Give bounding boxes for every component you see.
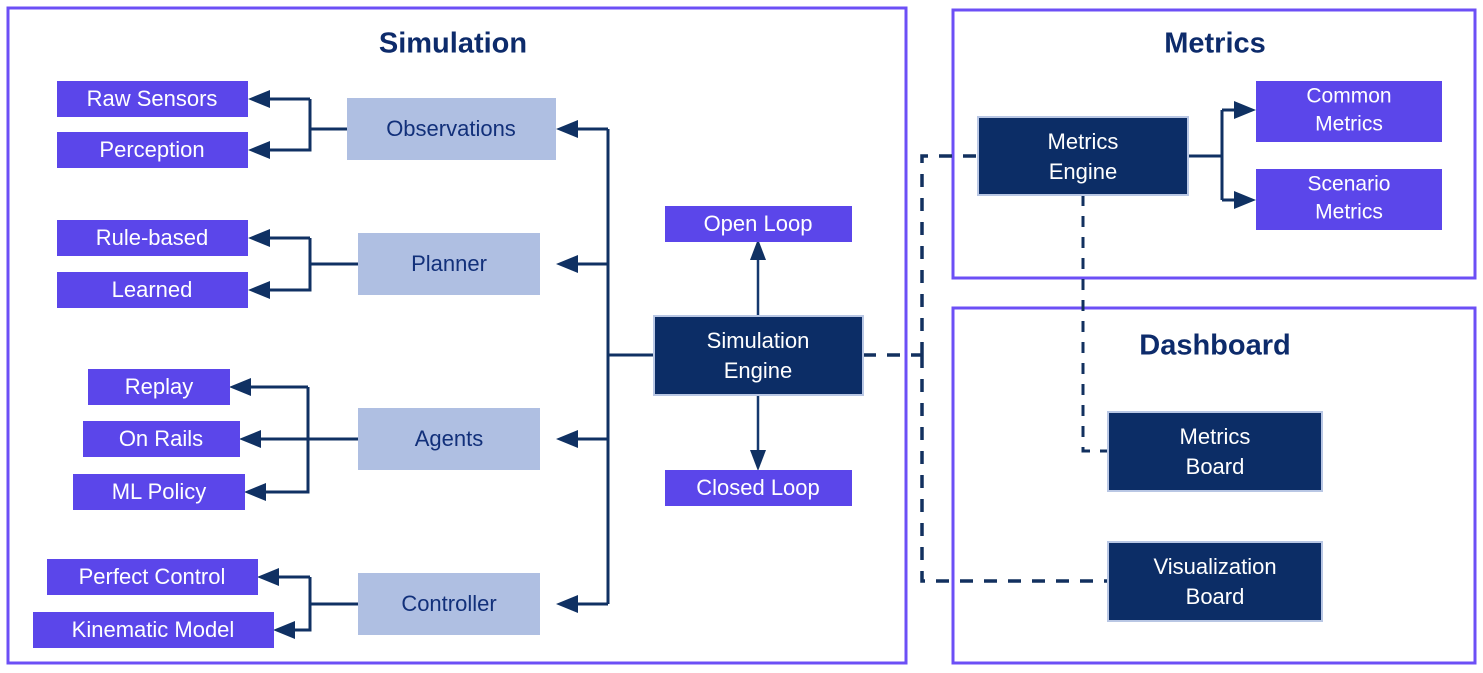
- option-replay[interactable]: [88, 369, 230, 405]
- panel-dashboard: [951, 306, 1477, 665]
- mode-open-loop-label: Open Loop: [704, 211, 813, 236]
- board-visualization-board-line1: Visualization: [1153, 554, 1276, 579]
- metrics-engine[interactable]: [977, 116, 1189, 196]
- dashed-to-visualization-board: [920, 355, 1108, 583]
- board-visualization-board[interactable]: [1107, 541, 1323, 622]
- option-rule-based-label: Rule-based: [96, 225, 209, 250]
- option-learned[interactable]: [57, 272, 248, 308]
- option-replay-label: Replay: [125, 374, 193, 399]
- simulation-engine-label-line2: Engine: [724, 358, 793, 383]
- metrics-engine-label-line2: Engine: [1049, 159, 1118, 184]
- option-raw-sensors[interactable]: [57, 81, 248, 117]
- arrowhead-controller: [556, 595, 578, 613]
- board-visualization-board-line2: Board: [1186, 584, 1245, 609]
- arrowhead-open-loop: [750, 239, 766, 260]
- panel-title-metrics: Metrics: [1164, 28, 1266, 60]
- board-metrics-board[interactable]: [1107, 411, 1323, 492]
- agents-to-replay-line: [306, 387, 358, 441]
- arrowhead-closed-loop: [750, 450, 766, 471]
- output-common-metrics-line2: Metrics: [1315, 113, 1383, 136]
- output-scenario-metrics[interactable]: [1256, 169, 1442, 230]
- arrowhead-replay: [229, 378, 251, 396]
- option-perception[interactable]: [57, 132, 248, 168]
- arrowhead-kinematic-model: [273, 621, 295, 639]
- stage-observations-label: Observations: [386, 116, 516, 141]
- planner-to-rule-based-line: [308, 238, 358, 266]
- controller-to-perfect-line: [308, 577, 358, 606]
- panel-metrics: [951, 8, 1477, 280]
- dashed-metrics-engine-to-board: [1081, 195, 1108, 453]
- option-kinematic-model[interactable]: [33, 612, 274, 648]
- simulation-engine-label-line1: Simulation: [707, 328, 810, 353]
- arrowhead-rule-based: [248, 229, 270, 247]
- arrowhead-observations: [556, 120, 578, 138]
- option-learned-label: Learned: [112, 277, 193, 302]
- board-metrics-board-line1: Metrics: [1180, 424, 1251, 449]
- option-raw-sensors-label: Raw Sensors: [87, 86, 218, 111]
- option-perfect-control[interactable]: [47, 559, 258, 595]
- mode-open-loop[interactable]: [665, 206, 852, 242]
- arrowhead-learned: [248, 281, 270, 299]
- arrowhead-common-metrics: [1234, 101, 1256, 119]
- option-ml-policy-label: ML Policy: [112, 479, 207, 504]
- arrowhead-raw-sensors: [248, 90, 270, 108]
- panel-simulation: [6, 6, 908, 665]
- option-perception-label: Perception: [99, 137, 204, 162]
- stage-planner[interactable]: [358, 233, 540, 295]
- stage-agents-label: Agents: [415, 426, 484, 451]
- option-on-rails[interactable]: [83, 421, 240, 457]
- stage-controller[interactable]: [358, 573, 540, 635]
- observations-to-perception-line: [267, 129, 312, 152]
- output-scenario-metrics-line2: Metrics: [1315, 201, 1383, 224]
- option-rule-based[interactable]: [57, 220, 248, 256]
- arrowhead-ml-policy: [244, 483, 266, 501]
- board-metrics-board-line2: Board: [1186, 454, 1245, 479]
- arrowhead-planner: [556, 255, 578, 273]
- option-on-rails-label: On Rails: [119, 426, 203, 451]
- dashed-to-metrics-engine: [920, 154, 978, 355]
- output-scenario-metrics-line1: Scenario: [1308, 173, 1391, 196]
- mode-closed-loop[interactable]: [665, 470, 852, 506]
- stage-agents[interactable]: [358, 408, 540, 470]
- controller-to-kinematic-line: [292, 604, 312, 632]
- stage-planner-label: Planner: [411, 251, 487, 276]
- agents-to-ml-policy-line: [263, 439, 310, 494]
- arrowhead-perception: [248, 141, 270, 159]
- output-common-metrics-line1: Common: [1306, 85, 1391, 108]
- option-kinematic-model-label: Kinematic Model: [72, 617, 235, 642]
- mode-closed-loop-label: Closed Loop: [696, 475, 820, 500]
- metrics-engine-label-line1: Metrics: [1048, 129, 1119, 154]
- option-perfect-control-label: Perfect Control: [79, 564, 226, 589]
- arrowhead-scenario-metrics: [1234, 191, 1256, 209]
- arrowhead-perfect-control: [257, 568, 279, 586]
- planner-to-learned-line: [267, 264, 312, 292]
- arrowhead-on-rails: [239, 430, 261, 448]
- panel-title-simulation: Simulation: [379, 28, 527, 60]
- simulation-engine[interactable]: [653, 315, 864, 396]
- stage-observations[interactable]: [347, 98, 556, 160]
- panel-title-dashboard: Dashboard: [1139, 330, 1290, 362]
- option-ml-policy[interactable]: [73, 474, 245, 510]
- observations-to-raw-sensors-line: [308, 99, 347, 131]
- output-common-metrics[interactable]: [1256, 81, 1442, 142]
- stage-controller-label: Controller: [401, 591, 496, 616]
- arrowhead-agents: [556, 430, 578, 448]
